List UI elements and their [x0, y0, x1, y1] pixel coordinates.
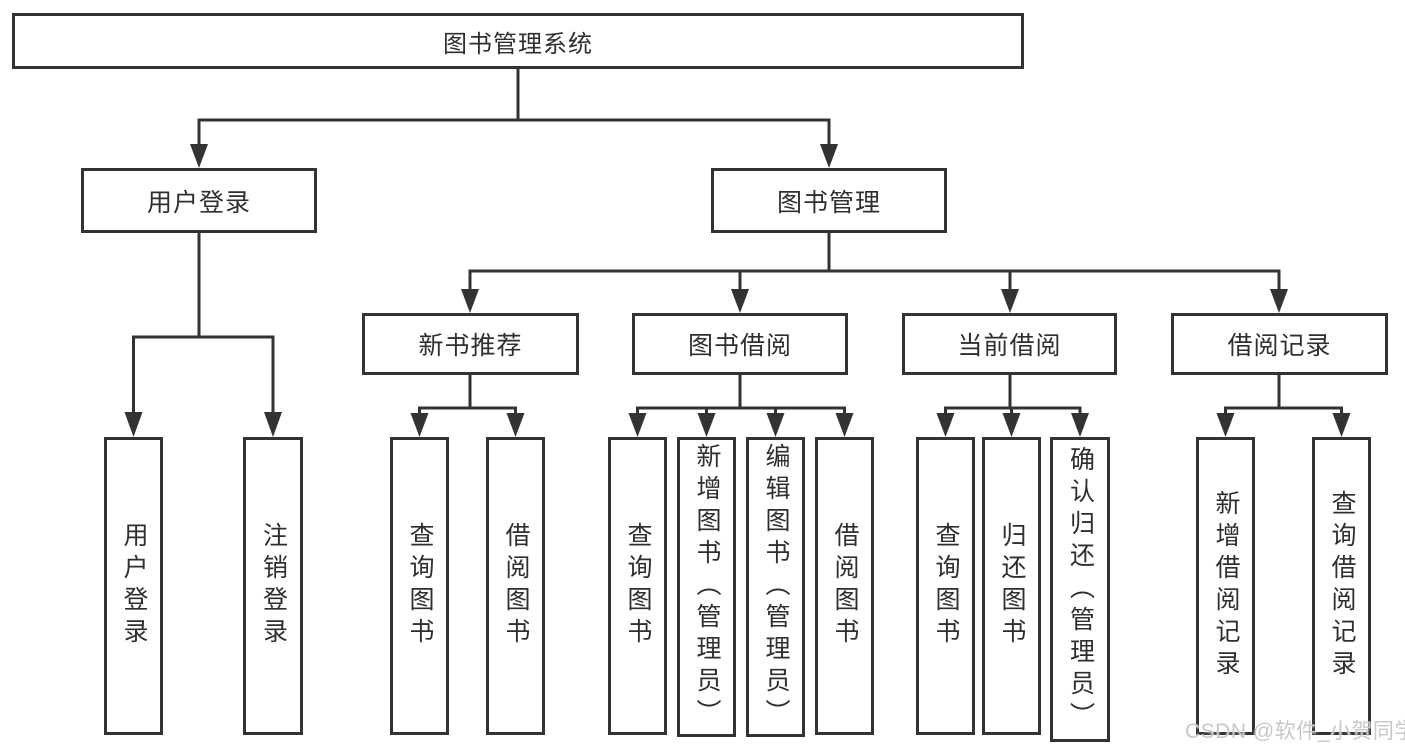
leaf-add-borrow-record: 新增借阅记录: [1196, 437, 1255, 735]
leaf-edit-book-admin: 编辑图书（管理员）: [746, 437, 805, 737]
node-new-book-recommend: 新书推荐: [362, 313, 579, 375]
node-current-borrowing: 当前借阅: [902, 313, 1117, 375]
leaf-query-book-current: 查询图书: [916, 437, 975, 735]
node-root-system: 图书管理系统: [12, 13, 1024, 69]
leaf-add-book-admin: 新增图书（管理员）: [677, 437, 736, 737]
leaf-confirm-return-admin: 确认归还（管理员）: [1050, 437, 1110, 742]
node-book-management: 图书管理: [711, 168, 947, 233]
leaf-logout: 注销登录: [243, 437, 303, 735]
leaf-query-borrow-record: 查询借阅记录: [1312, 437, 1371, 735]
csdn-watermark: CSDN @软件_小贺同学: [1185, 720, 1405, 743]
node-borrow-records: 借阅记录: [1171, 313, 1388, 375]
leaf-query-book-recommend: 查询图书: [390, 437, 449, 735]
connector-strokes: [132, 68, 1343, 414]
arrowhead-icons: [124, 144, 1351, 437]
leaf-user-login: 用户登录: [104, 437, 163, 735]
leaf-query-book-borrowing: 查询图书: [608, 437, 667, 735]
leaf-return-book: 归还图书: [982, 437, 1041, 735]
leaf-borrow-book-recommend: 借阅图书: [486, 437, 545, 735]
node-user-login: 用户登录: [81, 168, 317, 233]
leaf-borrow-book: 借阅图书: [815, 437, 874, 735]
node-book-borrowing: 图书借阅: [632, 313, 848, 375]
